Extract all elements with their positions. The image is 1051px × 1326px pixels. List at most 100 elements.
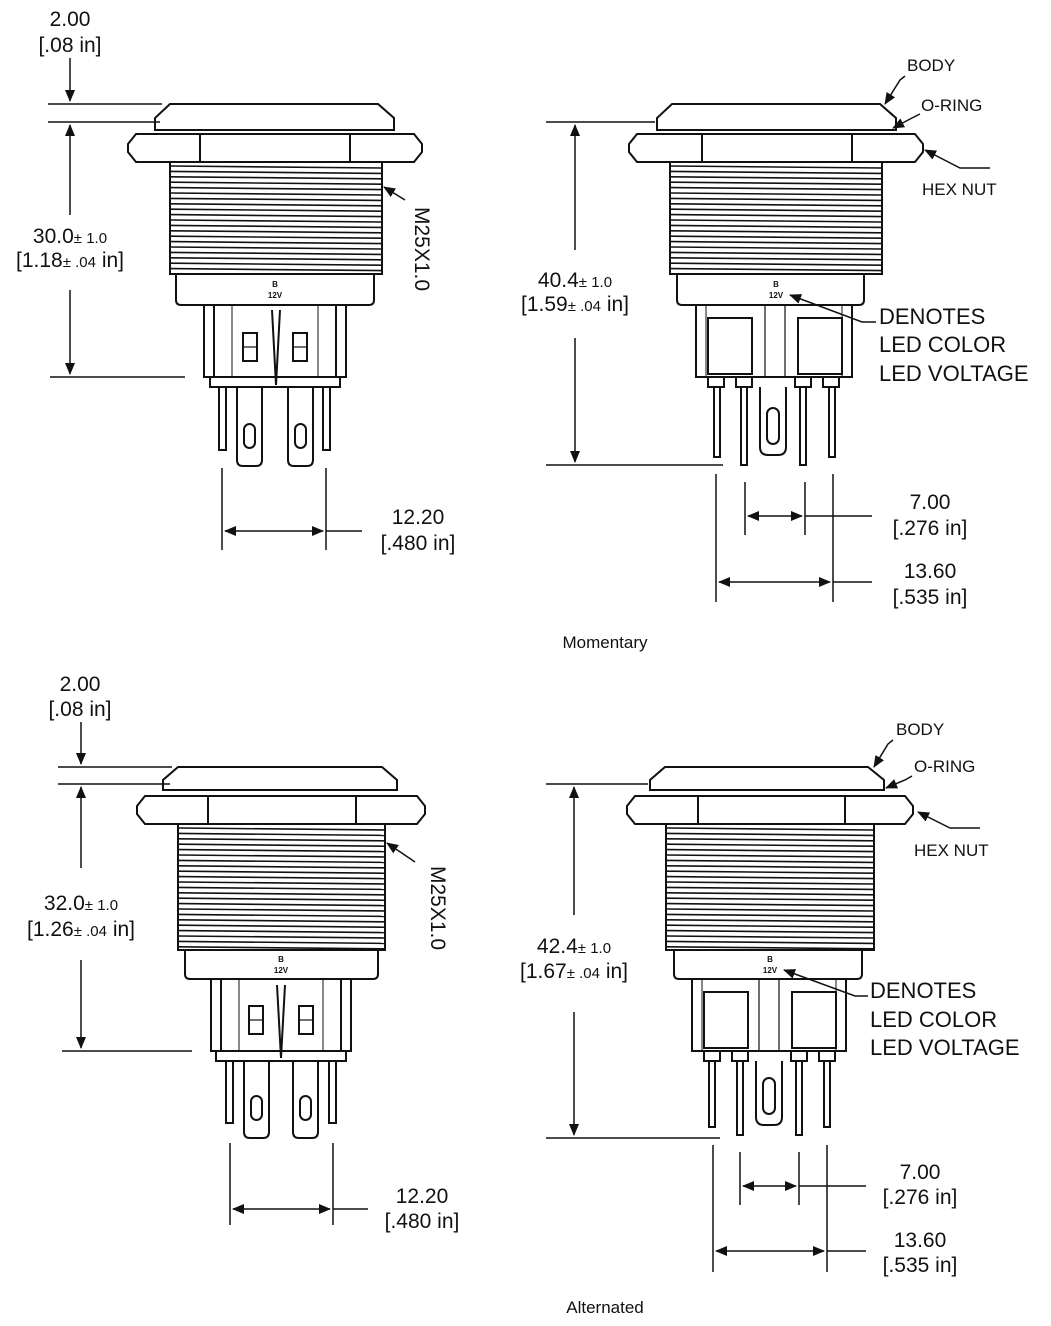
hexnut-label: HEX NUT xyxy=(914,841,989,860)
span-large-inches: [.535 in] xyxy=(883,1254,958,1277)
thread-line xyxy=(170,181,382,185)
thread-line xyxy=(666,843,874,847)
thread-line xyxy=(178,897,385,901)
thread-line xyxy=(178,929,385,934)
span-small-value: 7.00 xyxy=(900,1161,941,1184)
thread-line xyxy=(170,203,382,207)
thread-label: M25X1.0 xyxy=(410,207,433,291)
thread-line xyxy=(666,854,874,858)
body-label: BODY xyxy=(896,720,944,739)
thread-line xyxy=(178,832,385,837)
thread-line xyxy=(178,854,385,858)
thread-label: M25X1.0 xyxy=(426,866,449,950)
thread-line xyxy=(170,165,382,169)
thread-line xyxy=(170,186,382,191)
thread-line xyxy=(666,919,874,923)
thread-line xyxy=(178,865,385,869)
thread-line xyxy=(670,267,882,272)
thread-line xyxy=(666,935,874,939)
span-small-inches: [.276 in] xyxy=(883,1186,958,1209)
thread-line xyxy=(170,257,382,261)
height-dim: 42.4± 1.0 xyxy=(537,935,611,958)
alternated-right-labels: 42.4± 1.0 [1.67± .04 in] BODY O-RING HEX… xyxy=(520,720,1020,1277)
thread-line xyxy=(170,230,382,234)
height-dim: 40.4± 1.0 xyxy=(538,269,612,292)
thread-line xyxy=(670,224,882,229)
thread-line xyxy=(670,246,882,250)
thread-line xyxy=(666,908,874,912)
thread-line xyxy=(170,208,382,212)
thread-line xyxy=(670,170,882,175)
denotes-line-3: LED VOLTAGE xyxy=(870,1035,1020,1060)
thread-line xyxy=(666,892,874,896)
thread-line xyxy=(670,192,882,196)
pin-span-inches: [.480 in] xyxy=(385,1210,460,1233)
thread-line xyxy=(666,913,874,918)
caption-alternated: Alternated xyxy=(566,1298,644,1317)
led-color-marking: B xyxy=(767,955,773,964)
thread-line xyxy=(170,170,382,175)
span-large-value: 13.60 xyxy=(894,1229,947,1252)
body-label: BODY xyxy=(907,56,955,75)
thread-line xyxy=(666,870,874,874)
oring-label: O-RING xyxy=(921,96,982,115)
led-voltage-marking: 12V xyxy=(769,291,784,300)
thread-line xyxy=(670,262,882,266)
thread-line xyxy=(170,176,382,180)
thread-line xyxy=(178,881,385,885)
denotes-line-2: LED COLOR xyxy=(879,332,1006,357)
thread-line xyxy=(666,897,874,901)
thread-line xyxy=(170,246,382,250)
led-voltage-marking: 12V xyxy=(274,966,289,975)
span-large-value: 13.60 xyxy=(904,560,957,583)
thread-line xyxy=(666,865,874,869)
thread-line xyxy=(170,251,382,256)
thread-line xyxy=(170,213,382,218)
thread-line xyxy=(170,192,382,196)
thread-line xyxy=(170,267,382,272)
alternated-right-view xyxy=(546,739,980,1272)
thread-line xyxy=(670,230,882,234)
pin-span-value: 12.20 xyxy=(396,1185,449,1208)
thread-line xyxy=(670,165,882,169)
top-dim-value: 2.00 xyxy=(50,8,91,31)
thread-line xyxy=(666,929,874,934)
thread-line xyxy=(178,913,385,918)
led-voltage-marking: 12V xyxy=(763,966,778,975)
momentary-right-labels: 40.4± 1.0 [1.59± .04 in] BODY O-RING HEX… xyxy=(521,56,1029,609)
led-color-marking: B xyxy=(272,280,278,289)
top-dim-value: 2.00 xyxy=(60,673,101,696)
thread-line xyxy=(178,870,385,874)
thread-line xyxy=(178,924,385,928)
thread-line xyxy=(670,251,882,256)
pin-span-value: 12.20 xyxy=(392,506,445,529)
thread-line xyxy=(670,235,882,239)
thread-line xyxy=(670,213,882,218)
denotes-line-1: DENOTES xyxy=(870,978,976,1003)
thread-line xyxy=(670,181,882,185)
thread-line xyxy=(666,827,874,831)
height-dim-inches: [1.59± .04 in] xyxy=(521,293,629,316)
span-small-inches: [.276 in] xyxy=(893,517,968,540)
thread-line xyxy=(178,875,385,880)
thread-line xyxy=(178,827,385,831)
thread-line xyxy=(178,838,385,842)
momentary-left-view xyxy=(48,58,423,550)
thread-line xyxy=(178,946,385,950)
led-voltage-marking: 12V xyxy=(268,291,283,300)
thread-line xyxy=(178,940,385,945)
thread-line xyxy=(670,240,882,245)
thread-line xyxy=(170,240,382,245)
thread-line xyxy=(170,197,382,202)
thread-line xyxy=(178,886,385,891)
denotes-line-1: DENOTES xyxy=(879,304,985,329)
height-dim-inches: [1.18± .04 in] xyxy=(16,249,124,272)
thread-line xyxy=(170,224,382,229)
momentary-left-labels: 2.00 [.08 in] 30.0± 1.0 [1.18± .04 in] M… xyxy=(16,8,455,555)
pin-span-inches: [.480 in] xyxy=(381,532,456,555)
thread-line xyxy=(178,919,385,923)
alternated-left-labels: 2.00 [.08 in] 32.0± 1.0 [1.26± .04 in] M… xyxy=(27,673,459,1233)
thread-line xyxy=(666,886,874,891)
